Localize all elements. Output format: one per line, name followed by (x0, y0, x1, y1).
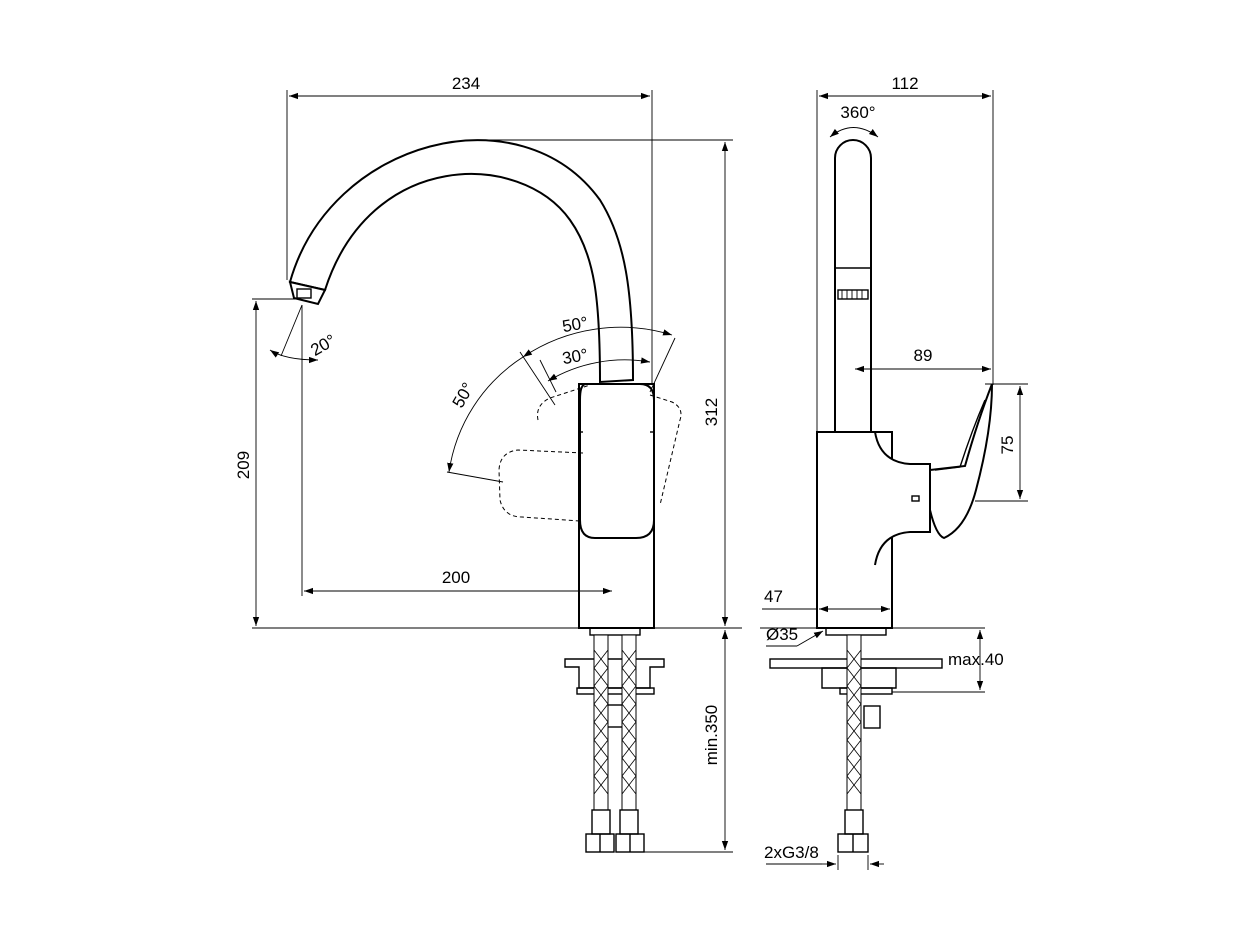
threaded-rod-nut (606, 704, 624, 728)
dim-height: 312 (702, 398, 721, 426)
shank-collar (589, 627, 641, 636)
mounting-plate (564, 658, 665, 689)
dim-depth: 112 (891, 74, 918, 93)
side-view: 112 360° 89 75 47 Ø35 max.40 2xG3/8 (760, 74, 1028, 870)
angle-lever-inner: 30° (561, 345, 590, 368)
spout-column (834, 139, 872, 432)
dim-max-thickness: max.40 (948, 650, 1004, 669)
dim-lever-height: 75 (998, 436, 1017, 455)
lever-handle (579, 383, 655, 539)
angle-spout-tilt: 20° (307, 331, 339, 360)
angle-lever-outer: 50° (561, 313, 590, 336)
dim-reach: 200 (442, 568, 470, 587)
front-view: 234 312 209 200 min.350 20° 50° 30° 50° (234, 74, 742, 853)
cartridge-housing (874, 431, 931, 566)
dim-spout-height: 209 (234, 451, 253, 479)
side-hose (846, 634, 862, 811)
hose-right (621, 634, 637, 811)
dim-base-width: 47 (764, 587, 783, 606)
angle-rotation: 360° (840, 103, 875, 122)
aerator (296, 288, 312, 299)
side-rod-nut (863, 705, 881, 729)
dim-below-counter: min.350 (702, 705, 721, 765)
side-aerator (837, 289, 869, 300)
dim-connection: 2xG3/8 (764, 843, 819, 862)
dim-lever-reach: 89 (914, 346, 933, 365)
dim-width: 234 (452, 74, 480, 93)
rotation-arc (829, 127, 879, 138)
lever-ghost-30 (537, 384, 682, 506)
dim-hole-diameter: Ø35 (766, 625, 798, 644)
side-lever (929, 383, 993, 540)
hose-left (593, 634, 609, 811)
lever-ghost-50 (498, 449, 584, 522)
